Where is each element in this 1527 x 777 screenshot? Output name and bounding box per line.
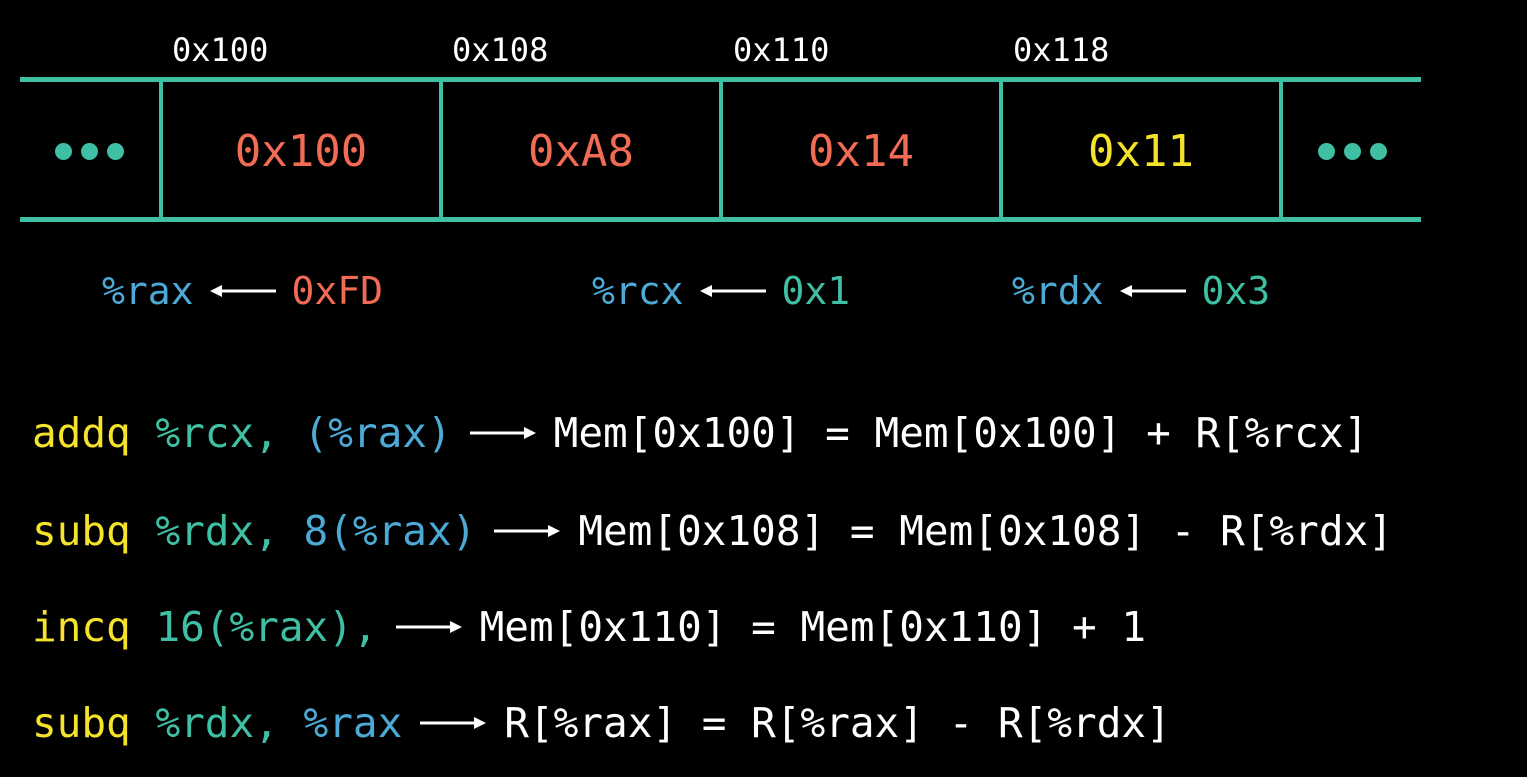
- right-arrow-icon: [494, 525, 561, 537]
- register-name: %rax: [102, 269, 194, 313]
- register-rdx: %rdx 0x3: [1012, 268, 1270, 314]
- ellipsis-icon: [1317, 143, 1387, 160]
- instruction-operand: %rax: [303, 699, 403, 747]
- instruction-opcode: incq: [32, 603, 131, 651]
- instruction-operand: %rdx,: [155, 507, 304, 555]
- address-label-0: 0x100: [172, 31, 269, 69]
- instruction-semantics: R[%rax] = R[%rax] - R[%rdx]: [504, 699, 1171, 747]
- register-name: %rcx: [592, 269, 684, 313]
- memory-top-border: [20, 77, 1421, 82]
- instruction-row-0: addq %rcx, (%rax) Mem[0x100] = Mem[0x100…: [32, 408, 1368, 458]
- left-arrow-icon: [1119, 285, 1186, 297]
- cell-divider: [719, 80, 723, 221]
- ellipsis-icon: [55, 143, 124, 160]
- right-arrow-icon: [395, 621, 462, 633]
- memory-cell-1: 0xA8: [528, 126, 634, 177]
- instruction-opcode: addq: [32, 409, 131, 457]
- instruction-row-1: subq %rdx, 8(%rax) Mem[0x108] = Mem[0x10…: [32, 506, 1393, 556]
- address-label-3: 0x118: [1013, 31, 1110, 69]
- instruction-operand: %rcx,: [155, 409, 304, 457]
- instruction-operand: 8(%rax): [303, 507, 477, 555]
- cell-divider: [1279, 80, 1283, 221]
- register-rax: %rax 0xFD: [102, 268, 383, 314]
- right-arrow-icon: [469, 427, 536, 439]
- cell-divider: [159, 80, 163, 221]
- memory-cell-3: 0x11: [1088, 126, 1194, 177]
- instruction-row-2: incq 16(%rax), Mem[0x110] = Mem[0x110] +…: [32, 602, 1146, 652]
- left-arrow-icon: [699, 285, 766, 297]
- register-value: 0x1: [781, 269, 851, 313]
- memory-ellipsis-left: [20, 83, 159, 220]
- instruction-semantics: Mem[0x100] = Mem[0x100] + R[%rcx]: [553, 409, 1369, 457]
- register-rcx: %rcx 0x1: [592, 268, 850, 314]
- cell-divider: [999, 80, 1003, 221]
- instruction-semantics: Mem[0x108] = Mem[0x108] - R[%rdx]: [578, 507, 1393, 555]
- cell-divider: [439, 80, 443, 221]
- instruction-opcode: subq: [32, 699, 131, 747]
- memory-cell-2: 0x14: [808, 126, 914, 177]
- memory-cell-0: 0x100: [234, 126, 368, 177]
- register-value: 0xFD: [291, 269, 384, 313]
- memory-ellipsis-right: [1283, 83, 1421, 220]
- instruction-semantics: Mem[0x110] = Mem[0x110] + 1: [479, 603, 1147, 651]
- instruction-opcode: subq: [32, 507, 131, 555]
- left-arrow-icon: [209, 285, 276, 297]
- address-label-2: 0x110: [733, 31, 830, 69]
- register-name: %rdx: [1012, 269, 1104, 313]
- instruction-operand: (%rax): [303, 409, 452, 457]
- right-arrow-icon: [420, 717, 487, 729]
- address-label-1: 0x108: [452, 31, 549, 69]
- instruction-operand: %rdx,: [155, 699, 304, 747]
- instruction-row-3: subq %rdx, %rax R[%rax] = R[%rax] - R[%r…: [32, 698, 1171, 748]
- instruction-operand: 16(%rax),: [155, 603, 378, 651]
- register-value: 0x3: [1201, 269, 1271, 313]
